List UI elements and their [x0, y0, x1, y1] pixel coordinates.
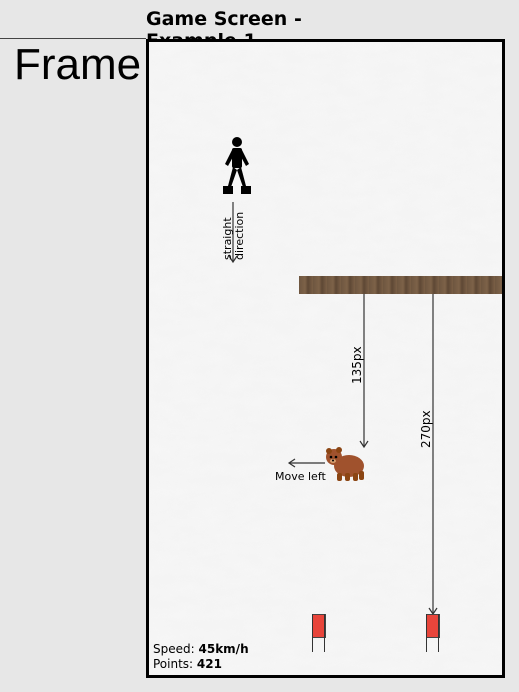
skier-direction-label-2: direction	[233, 211, 246, 260]
points-readout: Points: 421	[153, 657, 249, 672]
speed-label: Speed:	[153, 642, 195, 656]
gate-flag-left	[311, 614, 326, 652]
skier-icon	[223, 137, 251, 194]
flag-distance-label: 270px	[419, 410, 433, 448]
gate-flag-right	[425, 614, 440, 652]
speed-readout: Speed: 45km/h	[153, 642, 249, 657]
annotation-arrows	[228, 202, 438, 616]
hud: Speed: 45km/h Points: 421	[153, 642, 249, 672]
wooden-plank-obstacle	[299, 276, 502, 294]
bear-icon	[326, 447, 364, 481]
points-value: 421	[196, 657, 222, 671]
points-label: Points:	[153, 657, 194, 671]
snow-background	[149, 42, 502, 675]
speed-value: 45km/h	[198, 642, 249, 656]
frame-label: Frame	[14, 40, 142, 89]
left-panel	[0, 38, 146, 679]
game-screen[interactable]: straight direction 135px 270px Move left…	[146, 39, 505, 678]
bear-distance-label: 135px	[350, 346, 364, 384]
bear-move-label: Move left	[275, 470, 326, 483]
